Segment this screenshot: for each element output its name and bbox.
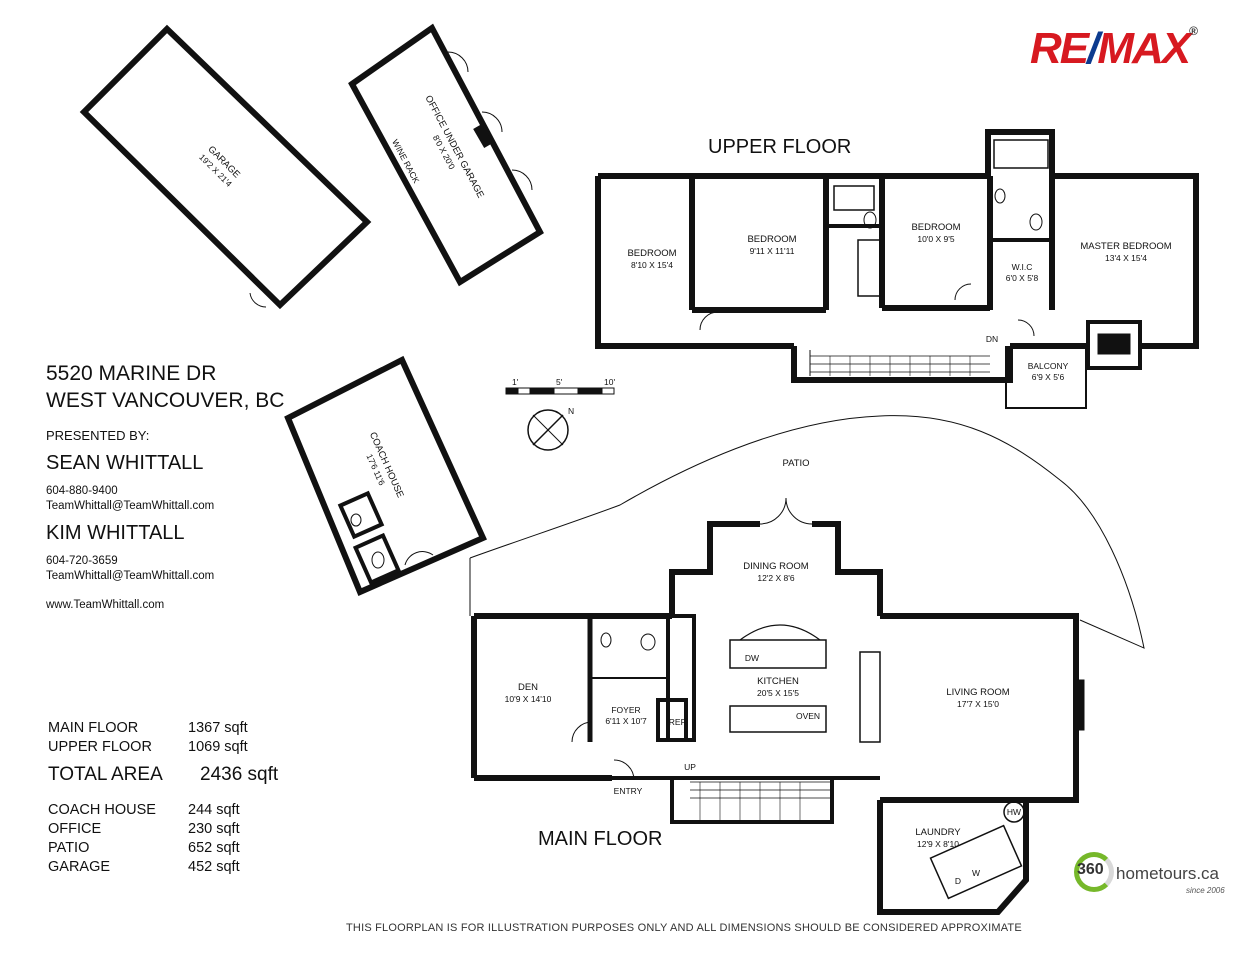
upper-floor-title: UPPER FLOOR	[708, 136, 852, 158]
area-value: 230 sqft	[188, 821, 240, 837]
area-label: MAIN FLOOR	[48, 720, 139, 736]
foyer-dim: 6'11 X 10'7	[605, 716, 647, 726]
agent2-contact: 604-720-3659 TeamWhittall@TeamWhittall.c…	[46, 554, 214, 584]
logo-part1: RE	[1030, 24, 1089, 73]
agent2-phone: 604-720-3659	[46, 555, 118, 567]
presented-by-label: PRESENTED BY:	[46, 428, 150, 443]
address-line1: 5520 MARINE DR	[46, 362, 217, 385]
hometours-number: 360	[1077, 861, 1104, 878]
garage-outline	[79, 24, 372, 310]
area-label: PATIO	[48, 840, 90, 856]
bedroom2-name: BEDROOM	[747, 234, 796, 245]
area-value: 1367 sqft	[188, 720, 248, 736]
bedroom2-dim: 9'11 X 11'11	[750, 246, 795, 256]
foyer-name: FOYER	[611, 705, 640, 715]
master-bedroom-name: MASTER BEDROOM	[1080, 241, 1171, 252]
patio-name: PATIO	[782, 458, 809, 469]
area-label: UPPER FLOOR	[48, 739, 152, 755]
living-room-dim: 17'7 X 15'0	[957, 699, 999, 709]
bedroom1-name: BEDROOM	[627, 248, 676, 259]
coach-house-outline	[284, 355, 487, 596]
agent1-email: TeamWhittall@TeamWhittall.com	[46, 500, 215, 512]
compass	[527, 409, 569, 451]
upper-floor-outline	[595, 129, 1199, 409]
main-floor-title: MAIN FLOOR	[538, 828, 663, 850]
area-label: OFFICE	[48, 821, 102, 837]
agent1-name: SEAN WHITTALL	[46, 452, 204, 474]
scale-bar	[505, 387, 615, 395]
agent2-name: KIM WHITTALL	[46, 522, 185, 544]
logo-part2: MAX	[1097, 24, 1191, 73]
balcony-name: BALCONY	[1028, 361, 1069, 371]
bedroom3-name: BEDROOM	[911, 222, 960, 233]
area-label: GARAGE	[48, 859, 111, 875]
ref-label: REF.	[669, 717, 687, 727]
logo-slash: /	[1087, 24, 1099, 73]
logo-registered-mark: ®	[1189, 24, 1198, 38]
den-dim: 10'9 X 14'10	[505, 694, 552, 704]
entry-label: ENTRY	[614, 786, 643, 796]
area-value: 652 sqft	[188, 840, 240, 856]
agent1-phone: 604-880-9400	[46, 485, 118, 497]
agent1-contact: 604-880-9400 TeamWhittall@TeamWhittall.c…	[46, 484, 214, 514]
disclaimer-text: THIS FLOORPLAN IS FOR ILLUSTRATION PURPO…	[346, 922, 1022, 934]
den-name: DEN	[518, 682, 538, 693]
kitchen-name: KITCHEN	[757, 676, 799, 687]
bedroom1-dim: 8'10 X 15'4	[631, 260, 673, 270]
living-room-name: LIVING ROOM	[946, 687, 1009, 698]
oven-label: OVEN	[796, 711, 820, 721]
bedroom3-dim: 10'0 X 9'5	[917, 234, 955, 244]
washer-label: W	[972, 868, 980, 878]
area-label: TOTAL AREA	[48, 764, 163, 785]
scale-tick-10: 10'	[604, 377, 615, 387]
laundry-name: LAUNDRY	[915, 827, 961, 838]
agent2-email: TeamWhittall@TeamWhittall.com	[46, 570, 215, 582]
balcony-dim: 6'9 X 5'6	[1032, 372, 1065, 382]
area-value: 452 sqft	[188, 859, 240, 875]
main-floor-outline	[469, 415, 1145, 915]
scale-tick-5: 5'	[556, 377, 563, 387]
master-bedroom-dim: 13'4 X 15'4	[1105, 253, 1147, 263]
hw-label: HW	[1007, 807, 1021, 817]
hometours-ring-icon	[1074, 852, 1114, 892]
wic-name: W.I.C	[1012, 262, 1033, 272]
area-value: 2436 sqft	[200, 764, 279, 785]
office-outline	[348, 23, 544, 287]
remax-logo: RE/MAX®	[1030, 24, 1198, 74]
dryer-label: D	[955, 876, 961, 886]
dw-label: DW	[745, 653, 759, 663]
hometours-word: hometours.ca	[1116, 864, 1219, 883]
scale-tick-1: 1'	[512, 377, 519, 387]
hometours-since: since 2006	[1186, 886, 1225, 895]
address-line2: WEST VANCOUVER, BC	[46, 389, 285, 412]
compass-north-label: N	[568, 406, 574, 416]
laundry-dim: 12'9 X 8'10	[917, 839, 959, 849]
wic-dim: 6'0 X 5'8	[1006, 273, 1039, 283]
dining-dim: 12'2 X 8'6	[757, 573, 795, 583]
dining-name: DINING ROOM	[743, 561, 809, 572]
area-value: 1069 sqft	[188, 739, 248, 755]
kitchen-dim: 20'5 X 15'5	[757, 688, 799, 698]
website-url: www.TeamWhittall.com	[46, 599, 165, 611]
up-label: UP	[684, 762, 696, 772]
area-label: COACH HOUSE	[48, 802, 156, 818]
area-value: 244 sqft	[188, 802, 240, 818]
upper-down-label: DN	[986, 334, 998, 344]
property-address: 5520 MARINE DR WEST VANCOUVER, BC	[46, 360, 284, 414]
